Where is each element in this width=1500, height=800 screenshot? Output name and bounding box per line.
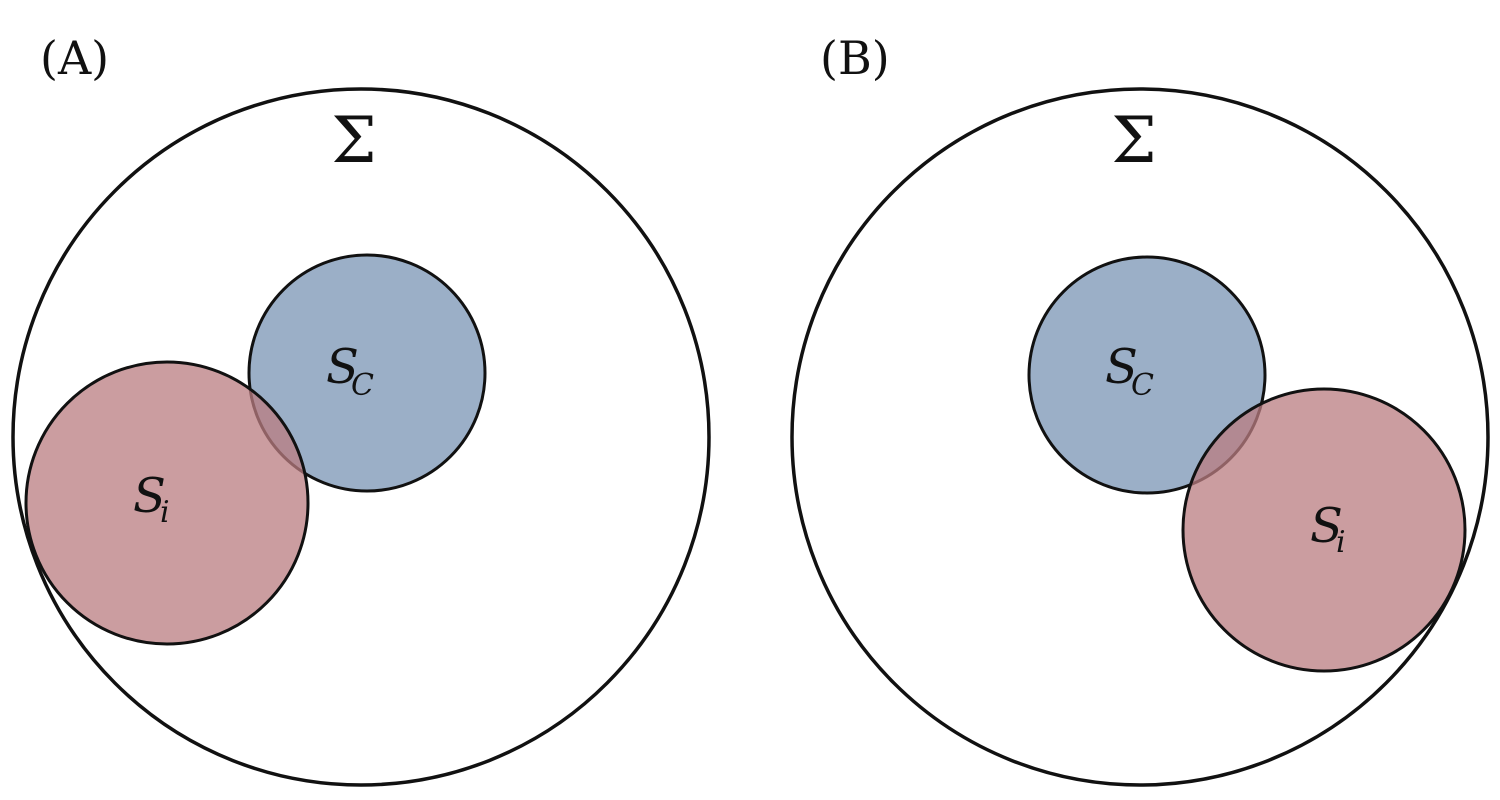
panel-a-label: (A): [40, 31, 109, 85]
panel-a-set-i-subscript: i: [160, 495, 170, 530]
panel-b-set-c-subscript: C: [1131, 368, 1154, 403]
panel-a-universe-circle: [11, 87, 711, 787]
panel-a-set-i-label: S i: [133, 468, 170, 530]
panel-b: (B) Σ S C S i: [790, 31, 1490, 787]
panel-a: (A) Σ S C S i: [11, 31, 711, 787]
panel-a-set-i-name: S: [133, 468, 166, 524]
panel-b-label: (B): [820, 31, 890, 85]
panel-a-set-c-subscript: C: [351, 368, 374, 403]
panel-b-set-i-circle: [1181, 387, 1467, 673]
panel-a-set-c-circle: [247, 253, 487, 493]
panel-b-universe-circle: [790, 87, 1490, 787]
panel-b-universe-label: Σ: [1111, 104, 1156, 178]
panel-b-set-c-name: S: [1105, 339, 1138, 395]
panel-a-set-c-name: S: [326, 339, 359, 395]
panel-b-set-i-subscript: i: [1336, 525, 1346, 560]
panel-b-set-c-circle: [1027, 255, 1267, 495]
panel-a-universe-label: Σ: [331, 104, 376, 178]
panel-b-set-i-name: S: [1310, 498, 1343, 554]
panel-a-set-i-circle: [24, 360, 310, 646]
panel-b-set-c-label: S C: [1105, 339, 1154, 403]
panel-a-set-c-label: S C: [326, 339, 374, 403]
panel-b-set-i-label: S i: [1310, 498, 1346, 560]
